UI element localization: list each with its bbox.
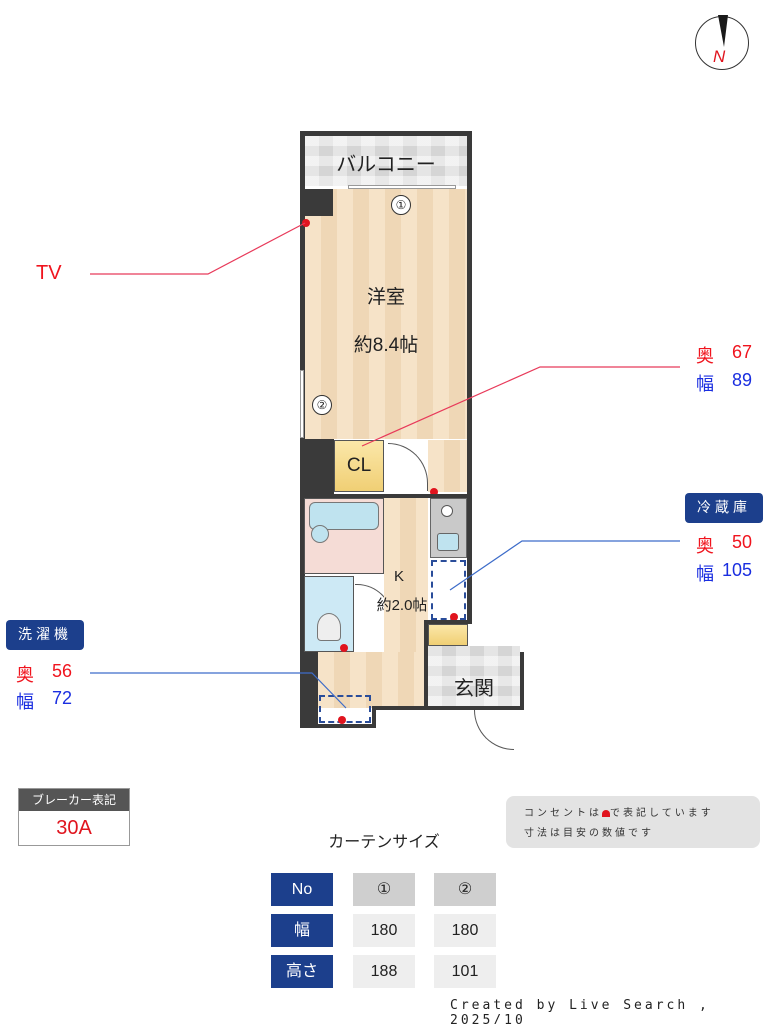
wall: [372, 706, 376, 728]
wall: [424, 706, 524, 710]
entrance-label: 玄関: [454, 678, 494, 700]
bathroom: [304, 498, 384, 574]
curtain-col1-height: 188: [353, 955, 415, 988]
curtain-header-no: No: [271, 873, 333, 906]
curtain-col1-no: ①: [353, 873, 415, 906]
note-line1-pre: コンセントは: [524, 808, 602, 819]
breaker-value: 30A: [56, 817, 92, 839]
note-line1-post: で表記しています: [610, 808, 714, 819]
wall: [424, 620, 472, 624]
outlet-icon: [340, 644, 348, 652]
outlet-icon: [430, 488, 438, 496]
washer-depth-label: 奥: [16, 665, 34, 685]
window-1: [348, 185, 456, 189]
wall: [372, 706, 428, 710]
compass: N: [695, 15, 749, 70]
fridge-width-label: 幅: [696, 564, 714, 584]
sink-icon: [437, 533, 459, 551]
outlet-legend-icon: [602, 809, 610, 817]
washer-depth-value: 56: [52, 661, 73, 681]
window-2-marker: ②: [312, 395, 332, 415]
wall: [520, 652, 524, 710]
washer-width-value: 72: [52, 688, 73, 708]
curtain-col2-no: ②: [434, 873, 496, 906]
curtain-header-height: 高さ: [271, 955, 333, 988]
wall: [300, 652, 318, 728]
entrance-door: [474, 710, 514, 750]
outlet-icon: [338, 716, 346, 724]
fridge-badge: 冷蔵庫: [685, 493, 763, 523]
kitchen-name: K: [393, 568, 404, 585]
wall: [467, 131, 472, 621]
curtain-col2-width: 180: [434, 914, 496, 947]
entrance: 玄関: [428, 646, 520, 706]
balcony-label: バルコニー: [336, 154, 436, 176]
footer-credit: Created by Live Search , 2025/10: [450, 998, 710, 1024]
fridge-width-value: 105: [722, 560, 753, 580]
closet-label: CL: [346, 455, 372, 476]
closet-depth-label: 奥: [696, 346, 714, 366]
curtain-size-title: カーテンサイズ: [328, 834, 440, 851]
fridge-depth-label: 奥: [696, 536, 714, 556]
north-arrow-icon: [718, 15, 728, 47]
closet: CL: [334, 440, 384, 492]
hall: [428, 440, 467, 492]
fridge-depth-value: 50: [732, 532, 753, 552]
outlet-icon: [302, 219, 310, 227]
western-room-name: 洋室: [366, 287, 405, 308]
washer-badge: 洗濯機: [6, 620, 84, 650]
window-2: [300, 370, 304, 438]
compass-north-label: N: [713, 47, 726, 66]
note-line2: 寸法は目安の数値です: [524, 828, 654, 839]
outlet-icon: [450, 613, 458, 621]
breaker-box: ブレーカー表記 30A: [18, 788, 130, 846]
legend-note: コンセントはで表記しています 寸法は目安の数値です: [506, 796, 760, 848]
fridge-space: [431, 560, 466, 620]
western-room-size: 約8.4帖: [353, 335, 419, 356]
pillar: [305, 189, 333, 216]
balcony: バルコニー: [305, 136, 467, 186]
kitchen-counter: [430, 498, 467, 558]
curtain-col2-height: 101: [434, 955, 496, 988]
closet-depth-value: 67: [732, 342, 753, 362]
curtain-header-width: 幅: [271, 914, 333, 947]
toilet-room: [304, 576, 354, 652]
breaker-title: ブレーカー表記: [19, 789, 129, 811]
kitchen-size: 約2.0帖: [376, 597, 428, 614]
curtain-col1-width: 180: [353, 914, 415, 947]
wall: [424, 620, 428, 710]
shoe-cabinet: [428, 624, 468, 646]
window-1-marker: ①: [391, 195, 411, 215]
closet-width-label: 幅: [696, 374, 714, 394]
closet-width-value: 89: [732, 370, 753, 390]
tv-label: TV: [36, 262, 62, 284]
washer-width-label: 幅: [16, 692, 34, 712]
toilet-icon: [317, 613, 341, 641]
sink-icon: [311, 525, 329, 543]
wall: [300, 494, 472, 498]
door-swing: [388, 443, 428, 491]
wall: [300, 131, 472, 136]
wall: [300, 439, 334, 494]
stove-icon: [441, 505, 453, 517]
wall: [318, 724, 374, 728]
